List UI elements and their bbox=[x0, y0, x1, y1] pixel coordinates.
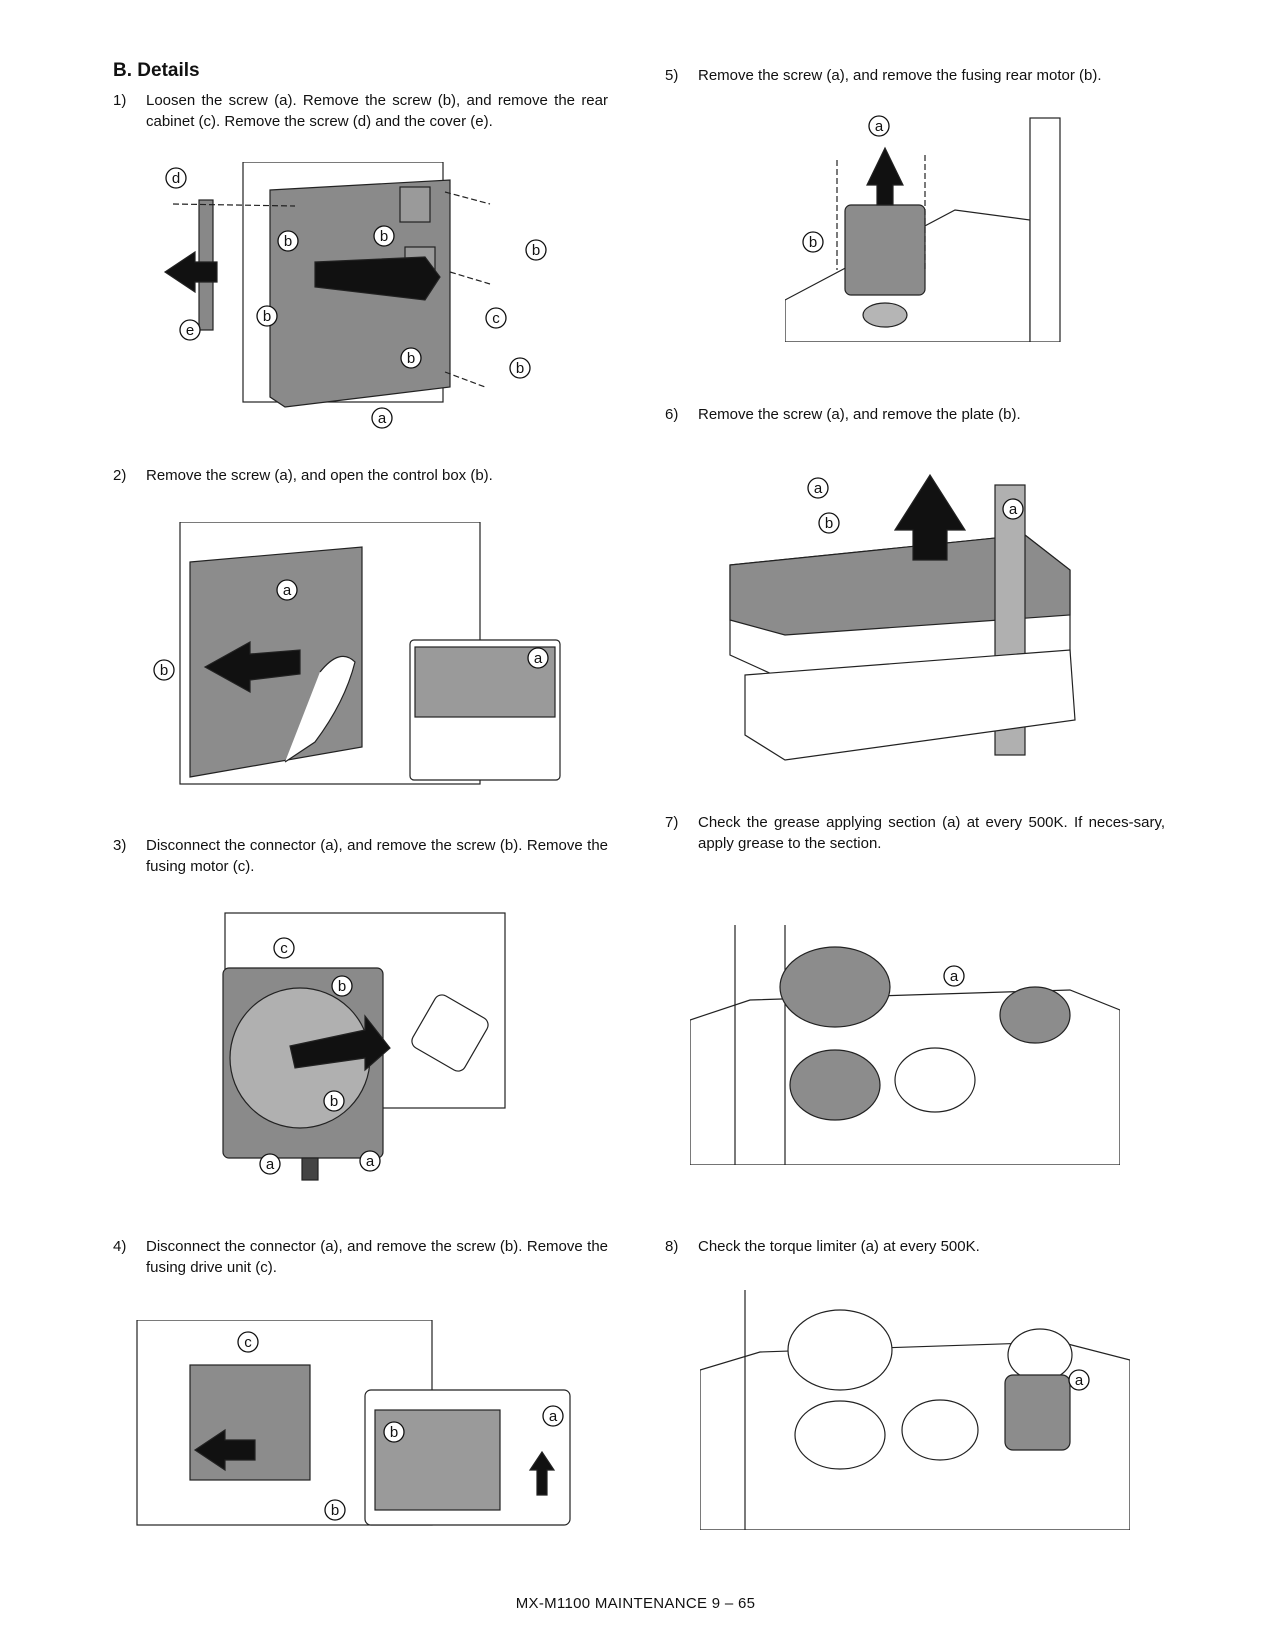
step-6: 6) Remove the screw (a), and remove the … bbox=[665, 404, 1165, 426]
step-4: 4) Disconnect the connector (a), and rem… bbox=[113, 1236, 608, 1280]
step-1: 1) Loosen the screw (a). Remove the scre… bbox=[113, 90, 608, 134]
step-number: 1) bbox=[113, 92, 127, 109]
figure-fusing-rear-motor bbox=[785, 110, 1085, 342]
step-number: 4) bbox=[113, 1238, 127, 1255]
step-5: 5) Remove the screw (a), and remove the … bbox=[665, 65, 1165, 87]
step-text: Check the grease applying section (a) at… bbox=[698, 814, 1165, 852]
step-text: Disconnect the connector (a), and remove… bbox=[146, 837, 608, 875]
figure-torque-limiter bbox=[700, 1290, 1130, 1530]
page-footer: MX-M1100 MAINTENANCE 9 – 65 bbox=[515, 1595, 756, 1612]
step-number: 5) bbox=[665, 67, 679, 84]
figure-plate bbox=[725, 455, 1105, 775]
step-text: Remove the screw (a), and remove the pla… bbox=[698, 406, 1021, 423]
step-number: 7) bbox=[665, 814, 679, 831]
step-text: Check the torque limiter (a) at every 50… bbox=[698, 1238, 980, 1255]
step-text: Remove the screw (a), and remove the fus… bbox=[698, 67, 1102, 84]
figure-grease-section bbox=[690, 925, 1120, 1165]
step-text: Disconnect the connector (a), and remove… bbox=[146, 1238, 608, 1276]
step-2: 2) Remove the screw (a), and open the co… bbox=[113, 465, 608, 487]
figure-control-box bbox=[150, 522, 570, 792]
step-number: 6) bbox=[665, 406, 679, 423]
step-text: Remove the screw (a), and open the contr… bbox=[146, 467, 493, 484]
step-8: 8) Check the torque limiter (a) at every… bbox=[665, 1236, 1165, 1258]
step-text: Loosen the screw (a). Remove the screw (… bbox=[146, 92, 608, 130]
step-number: 2) bbox=[113, 467, 127, 484]
figure-rear-cabinet bbox=[155, 162, 555, 447]
section-heading: B. Details bbox=[113, 60, 200, 81]
figure-fusing-motor bbox=[215, 908, 525, 1208]
figure-fusing-drive-unit bbox=[135, 1320, 575, 1530]
step-3: 3) Disconnect the connector (a), and rem… bbox=[113, 835, 608, 879]
step-7: 7) Check the grease applying section (a)… bbox=[665, 812, 1165, 856]
step-number: 8) bbox=[665, 1238, 679, 1255]
step-number: 3) bbox=[113, 837, 127, 854]
